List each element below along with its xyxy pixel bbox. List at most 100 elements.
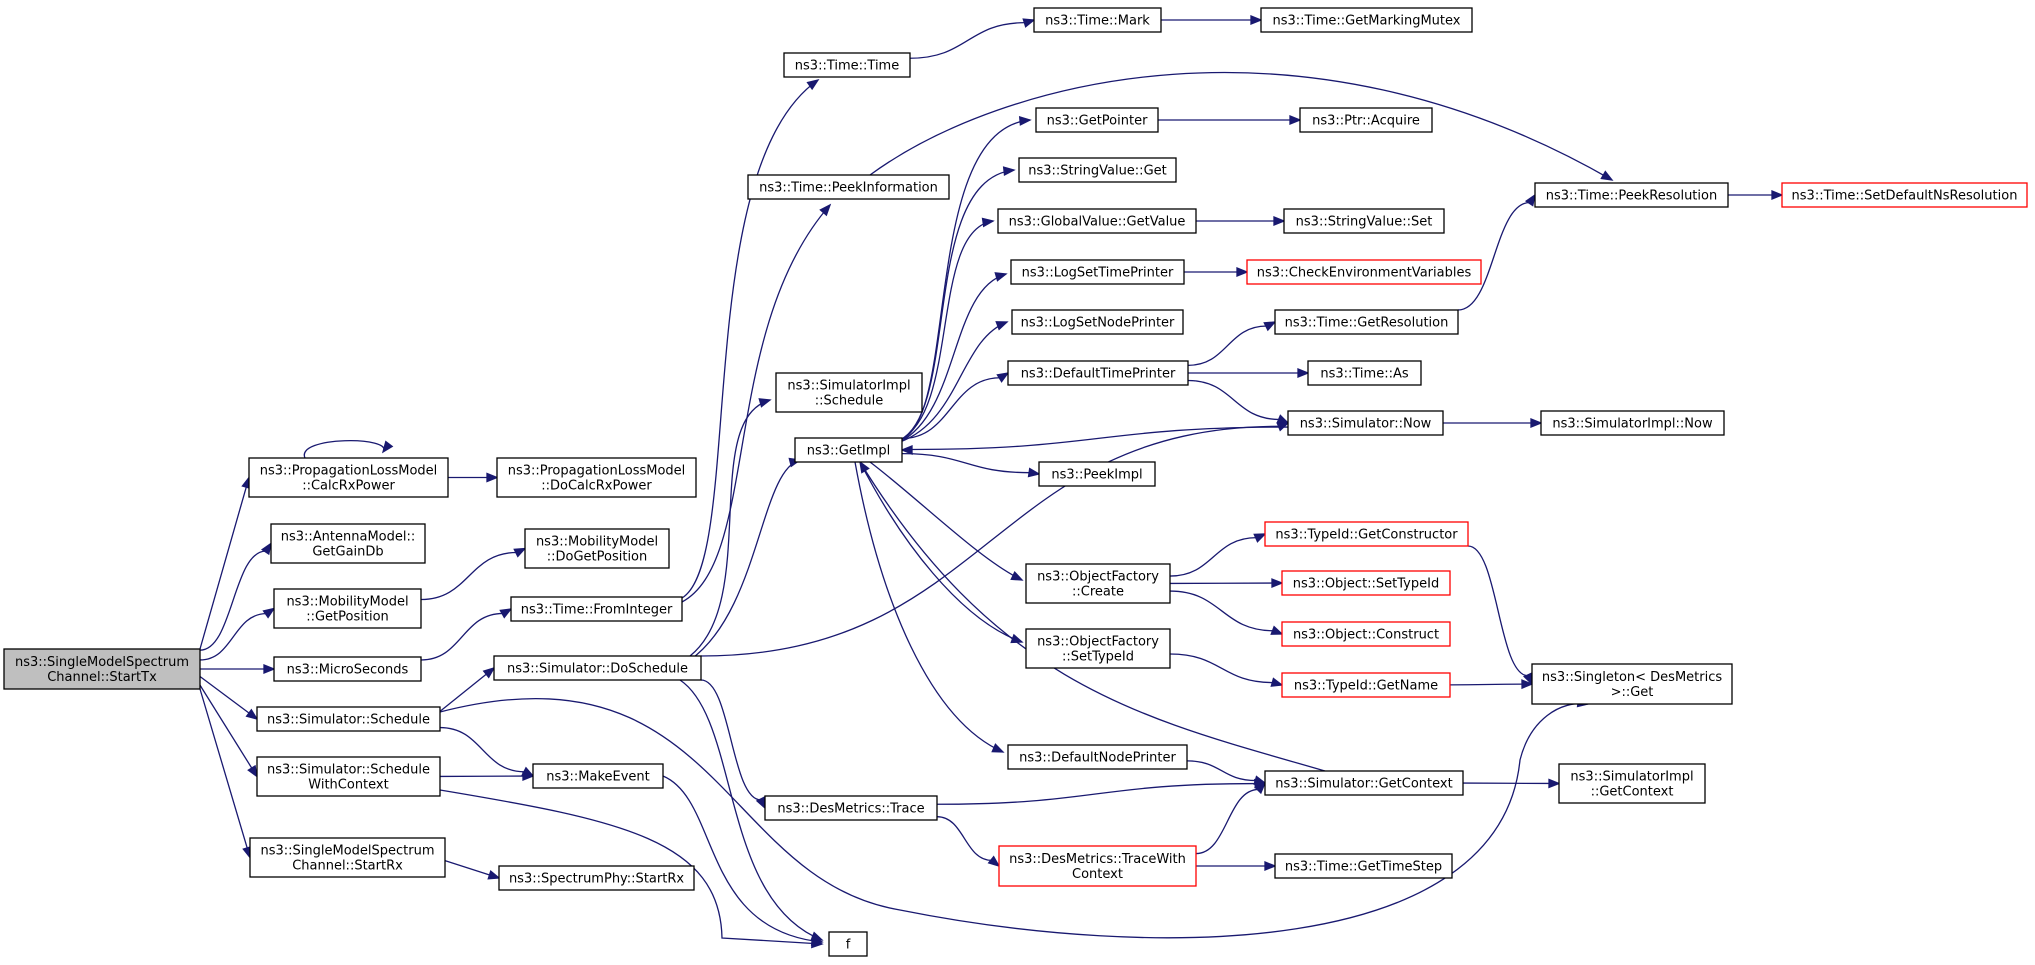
edge-StartTx-to-ScheduleWithContext bbox=[199, 684, 258, 778]
edge-path bbox=[439, 698, 1589, 939]
edge-GetImpl-to-PeekImpl bbox=[901, 452, 1041, 478]
edge-StartTx-to-GetPosition bbox=[199, 607, 276, 661]
node-micro-seconds[interactable]: ns3::MicroSeconds bbox=[273, 656, 422, 682]
edge-path bbox=[439, 789, 823, 945]
node-des-trace[interactable]: ns3::DesMetrics::Trace bbox=[764, 795, 938, 821]
node-do-calc-rx-power[interactable]: ns3::PropagationLossModel::DoCalcRxPower bbox=[496, 457, 697, 498]
node-ofcreate[interactable]: ns3::ObjectFactory::Create bbox=[1025, 563, 1171, 604]
node-time-mark[interactable]: ns3::Time::Mark bbox=[1033, 7, 1162, 33]
node-peek-information[interactable]: ns3::Time::PeekInformation bbox=[747, 174, 950, 200]
node-box bbox=[1281, 621, 1451, 647]
node-peek-resolution[interactable]: ns3::Time::PeekResolution bbox=[1534, 182, 1729, 208]
node-f[interactable]: f bbox=[828, 931, 868, 957]
node-from-integer[interactable]: ns3::Time::FromInteger bbox=[510, 596, 683, 622]
node-singleton-get[interactable]: ns3::Singleton< DesMetrics>::Get bbox=[1531, 663, 1733, 705]
node-default-node-printer[interactable]: ns3::DefaultNodePrinter bbox=[1007, 744, 1188, 770]
node-box bbox=[1264, 521, 1469, 547]
node-calc-rx-power[interactable]: ns3::PropagationLossModel::CalcRxPower bbox=[248, 457, 449, 498]
node-time-time[interactable]: ns3::Time::Time bbox=[783, 52, 911, 78]
node-box bbox=[1018, 157, 1177, 183]
node-ptr-acquire[interactable]: ns3::Ptr::Acquire bbox=[1299, 107, 1433, 133]
node-get-gain-db[interactable]: ns3::AntennaModel::GetGainDb bbox=[270, 523, 426, 564]
node-do-get-position[interactable]: ns3::MobilityModel::DoGetPosition bbox=[524, 528, 670, 569]
edge-LogSetTimePrinter-to-CheckEnvVars bbox=[1184, 267, 1249, 277]
edge-GetImpl-to-LogSetTimePrinter bbox=[899, 272, 1008, 443]
node-box bbox=[1264, 770, 1464, 796]
edge-CalcRxPower-to-DoCalcRxPower bbox=[448, 472, 499, 483]
edge-arrowhead bbox=[1289, 115, 1302, 125]
node-impl-schedule[interactable]: ns3::SimulatorImpl::Schedule bbox=[775, 372, 923, 413]
edge-path bbox=[199, 675, 251, 715]
node-get-marking-mutex[interactable]: ns3::Time::GetMarkingMutex bbox=[1260, 7, 1473, 33]
node-get-resolution[interactable]: ns3::Time::GetResolution bbox=[1274, 309, 1459, 335]
node-peek-impl[interactable]: ns3::PeekImpl bbox=[1038, 461, 1156, 487]
node-get-time-step[interactable]: ns3::Time::GetTimeStep bbox=[1274, 853, 1453, 879]
edge-GetImpl-to-OFSetTypeId bbox=[859, 461, 1024, 644]
edge-path bbox=[901, 377, 1001, 440]
node-get-context[interactable]: ns3::Simulator::GetContext bbox=[1264, 770, 1464, 796]
node-label: ns3::TypeId::GetName bbox=[1294, 679, 1438, 694]
edge-path bbox=[689, 399, 771, 657]
node-label: ::Create bbox=[1072, 585, 1124, 600]
node-check-env-vars[interactable]: ns3::CheckEnvironmentVariables bbox=[1246, 259, 1482, 285]
edge-arrowhead bbox=[245, 708, 259, 721]
node-impl-now[interactable]: ns3::SimulatorImpl::Now bbox=[1540, 410, 1725, 436]
edge-path bbox=[199, 550, 267, 651]
edge-arrowhead bbox=[1027, 467, 1041, 478]
node-object-construct[interactable]: ns3::Object::Construct bbox=[1281, 621, 1451, 647]
edge-arrowhead bbox=[994, 272, 1008, 282]
node-do-schedule[interactable]: ns3::Simulator::DoSchedule bbox=[493, 655, 702, 681]
node-label: ns3::Simulator::Schedule bbox=[267, 763, 430, 778]
edge-path bbox=[910, 426, 1289, 451]
edge-path bbox=[444, 859, 491, 876]
edge-arrowhead bbox=[260, 542, 272, 556]
node-ofset-type-id[interactable]: ns3::ObjectFactory::SetTypeId bbox=[1025, 628, 1171, 669]
node-make-event[interactable]: ns3::MakeEvent bbox=[532, 763, 664, 789]
node-global-value-get-value[interactable]: ns3::GlobalValue::GetValue bbox=[997, 208, 1197, 234]
node-label: ns3::LogSetTimePrinter bbox=[1022, 266, 1174, 281]
node-default-time-printer[interactable]: ns3::DefaultTimePrinter bbox=[1007, 360, 1189, 386]
node-string-value-get[interactable]: ns3::StringValue::Get bbox=[1018, 157, 1177, 183]
node-get-impl[interactable]: ns3::GetImpl bbox=[794, 437, 903, 463]
node-label: ::GetPosition bbox=[306, 610, 389, 625]
node-box bbox=[775, 372, 923, 413]
node-set-default-ns-resolution[interactable]: ns3::Time::SetDefaultNsResolution bbox=[1781, 182, 2028, 208]
node-box bbox=[1035, 107, 1159, 133]
node-log-set-time-printer[interactable]: ns3::LogSetTimePrinter bbox=[1010, 259, 1185, 285]
node-label: ::DoGetPosition bbox=[547, 550, 648, 565]
node-log-set-node-printer[interactable]: ns3::LogSetNodePrinter bbox=[1011, 309, 1184, 335]
edge-arrowhead bbox=[1018, 116, 1032, 126]
edge-StartTx-to-Schedule bbox=[199, 675, 259, 721]
node-box bbox=[510, 596, 683, 622]
edge-arrowhead bbox=[1010, 570, 1024, 581]
edge-arrowhead bbox=[1250, 15, 1263, 25]
node-get-position[interactable]: ns3::MobilityModel::GetPosition bbox=[273, 588, 422, 629]
edge-path bbox=[420, 551, 517, 601]
node-type-id-get-name[interactable]: ns3::TypeId::GetName bbox=[1281, 672, 1451, 698]
edge-path bbox=[1169, 536, 1257, 577]
node-label: ns3::DefaultTimePrinter bbox=[1021, 367, 1176, 382]
node-get-pointer[interactable]: ns3::GetPointer bbox=[1035, 107, 1159, 133]
edge-DesTrace-to-GetContext bbox=[936, 778, 1267, 805]
node-get-constructor[interactable]: ns3::TypeId::GetConstructor bbox=[1264, 521, 1469, 547]
edge-path bbox=[1186, 760, 1257, 782]
node-impl-get-context[interactable]: ns3::SimulatorImpl::GetContext bbox=[1558, 763, 1706, 804]
node-string-value-set[interactable]: ns3::StringValue::Set bbox=[1283, 208, 1445, 234]
node-time-as[interactable]: ns3::Time::As bbox=[1307, 360, 1422, 386]
edge-arrowhead bbox=[755, 796, 766, 810]
edge-arrowhead bbox=[513, 547, 527, 558]
node-simulator-now[interactable]: ns3::Simulator::Now bbox=[1287, 410, 1444, 436]
node-phy-start-rx[interactable]: ns3::SpectrumPhy::StartRx bbox=[498, 865, 695, 891]
node-schedule[interactable]: ns3::Simulator::Schedule bbox=[256, 706, 441, 732]
node-box bbox=[998, 845, 1197, 887]
node-object-set-type-id[interactable]: ns3::Object::SetTypeId bbox=[1281, 570, 1451, 596]
node-box bbox=[1558, 763, 1706, 804]
edge-arrowhead bbox=[262, 607, 276, 619]
node-label: Channel::StartTx bbox=[47, 670, 157, 685]
edge-GlobalValueGetValue-to-StringValueSet bbox=[1196, 216, 1286, 226]
edge-OFCreate-to-GetConstructor bbox=[1169, 533, 1267, 577]
